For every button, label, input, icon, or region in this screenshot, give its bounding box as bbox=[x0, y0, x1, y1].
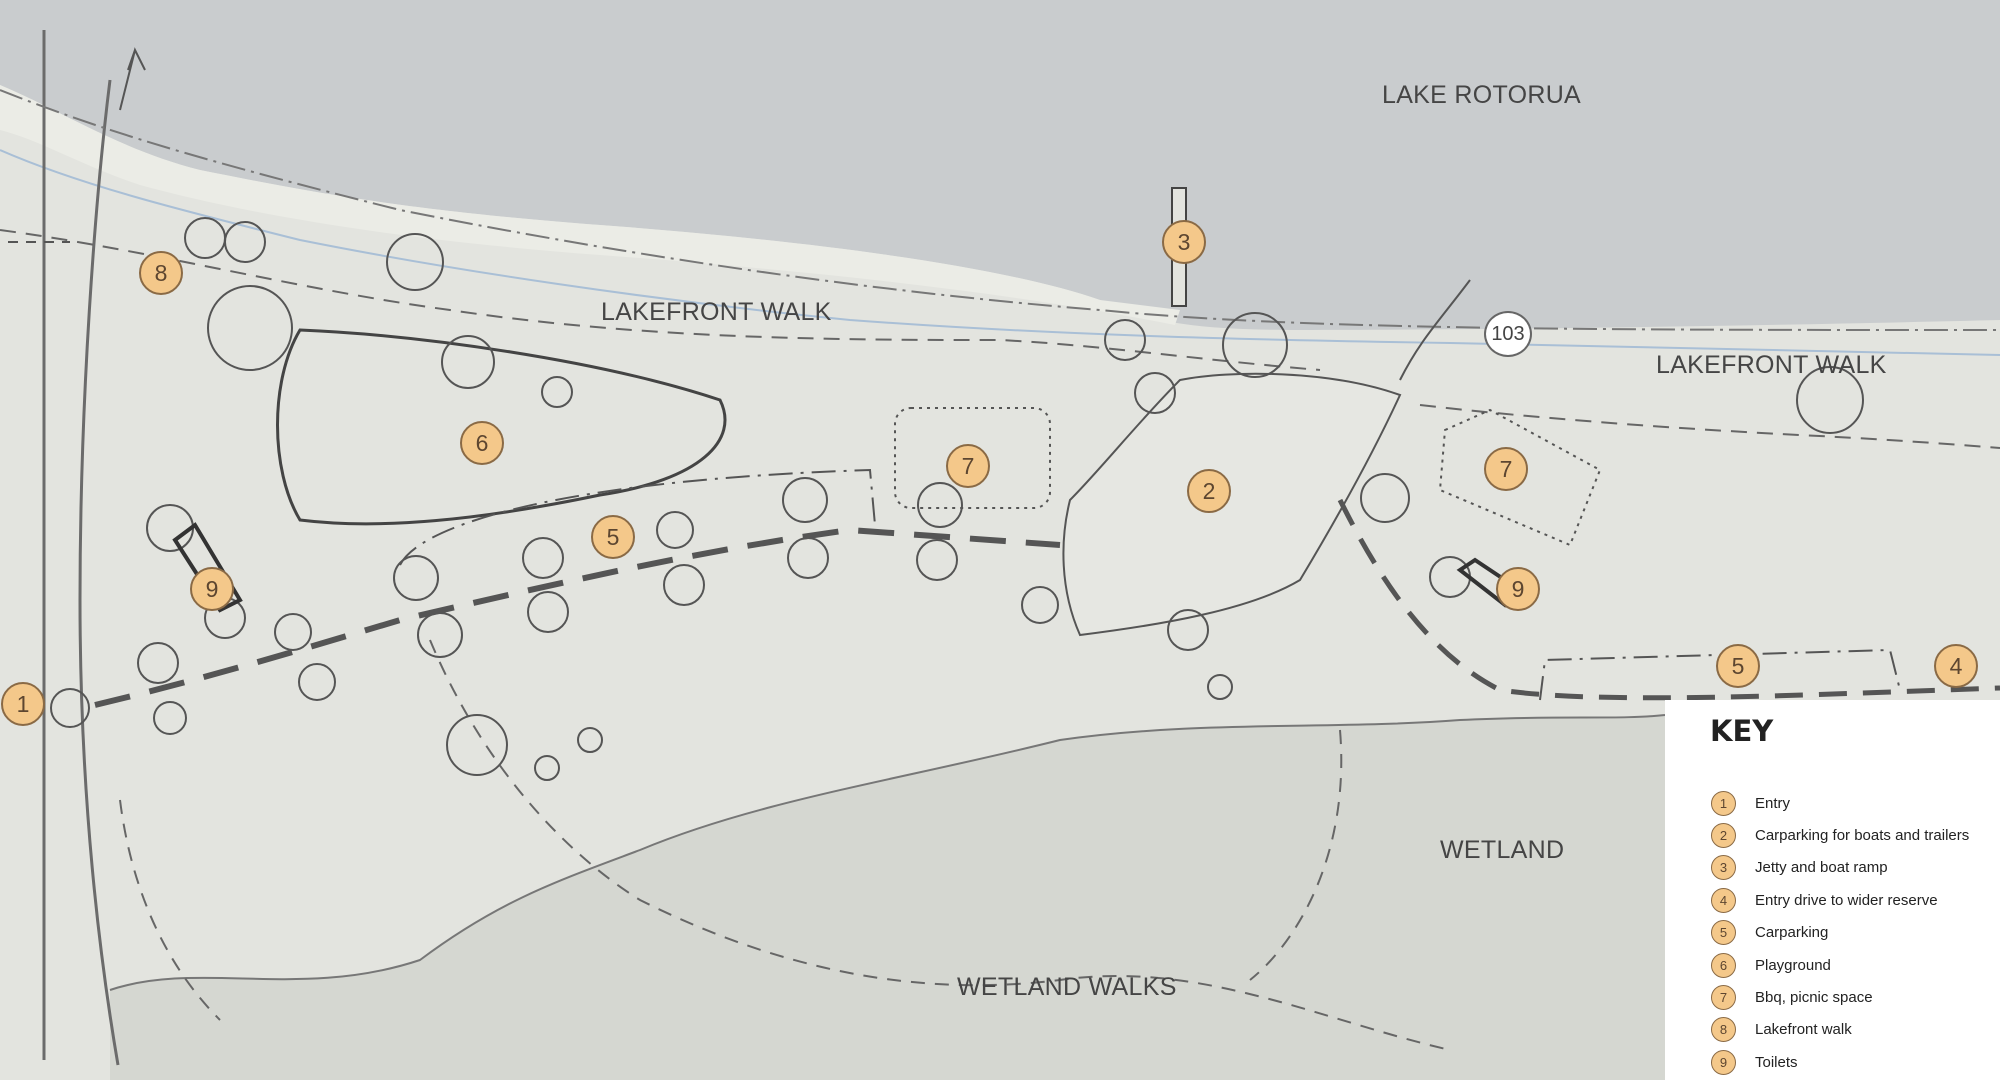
key-number-badge: 6 bbox=[1711, 952, 1736, 978]
marker-jetty[interactable]: 3 bbox=[1162, 220, 1206, 264]
key-item-label: Jetty and boat ramp bbox=[1755, 859, 1888, 877]
stream-line bbox=[0, 149, 2000, 356]
marker-boat-carpark[interactable]: 2 bbox=[1187, 469, 1231, 513]
marker-toilets-right[interactable]: 9 bbox=[1496, 567, 1540, 611]
lakefront-walk-label-left: LAKEFRONT WALK bbox=[601, 298, 832, 326]
lake-edge-path bbox=[0, 89, 2000, 331]
marker-entry[interactable]: 1 bbox=[1, 682, 45, 726]
entry-road bbox=[94, 526, 1061, 708]
key-number-badge: 3 bbox=[1711, 855, 1736, 881]
key-item-label: Entry bbox=[1755, 794, 1791, 812]
key-number-badge: 4 bbox=[1711, 887, 1736, 913]
key-item-label: Bbq, picnic space bbox=[1755, 989, 1873, 1007]
key-number-badge: 5 bbox=[1711, 920, 1736, 946]
key-item: 1 Entry bbox=[1711, 787, 1969, 819]
carpark-edge bbox=[399, 468, 876, 566]
key-item: 8 Lakefront walk bbox=[1711, 1014, 1969, 1046]
lakefront-walk-label-right: LAKEFRONT WALK bbox=[1656, 351, 1887, 379]
marker-bbq-right[interactable]: 7 bbox=[1484, 447, 1528, 491]
playground-boundary bbox=[276, 328, 727, 526]
key-number-badge: 8 bbox=[1711, 1017, 1736, 1043]
wetland-area bbox=[110, 715, 1665, 1080]
key-item-label: Lakefront walk bbox=[1755, 1021, 1852, 1039]
key-item: 3 Jetty and boat ramp bbox=[1711, 852, 1969, 884]
map-key-panel: KEY 1 Entry 2 Carparking for boats and tra… bbox=[1665, 700, 2000, 1080]
key-item: 6 Playground bbox=[1711, 949, 1969, 981]
key-item-label: Entry drive to wider reserve bbox=[1755, 891, 1938, 909]
key-list: 1 Entry 2 Carparking for boats and trailer… bbox=[1711, 787, 1969, 1079]
lake-water bbox=[0, 0, 2000, 330]
marker-playground[interactable]: 6 bbox=[460, 421, 504, 465]
key-item: 7 Bbq, picnic space bbox=[1711, 981, 1969, 1013]
wetland-label: WETLAND bbox=[1440, 836, 1565, 864]
marker-bbq-left[interactable]: 7 bbox=[946, 444, 990, 488]
key-item: 9 Toilets bbox=[1711, 1046, 1969, 1078]
wetland-walk-path-2 bbox=[1249, 729, 1343, 981]
marker-lakefront-walk[interactable]: 8 bbox=[139, 251, 183, 295]
marker-toilets-left[interactable]: 9 bbox=[190, 567, 234, 611]
key-item: 2 Carparking for boats and trailers bbox=[1711, 819, 1969, 851]
trees bbox=[50, 217, 1864, 781]
key-item-label: Carparking for boats and trailers bbox=[1755, 827, 1970, 845]
key-item-label: Carparking bbox=[1755, 924, 1829, 942]
key-number-badge: 7 bbox=[1711, 985, 1736, 1011]
key-item: 5 Carparking bbox=[1711, 917, 1969, 949]
road-edge bbox=[78, 79, 120, 1066]
key-item: 4 Entry drive to wider reserve bbox=[1711, 884, 1969, 916]
right-drive bbox=[1337, 498, 2000, 701]
lake-access-path bbox=[1399, 279, 1471, 381]
key-item-label: Toilets bbox=[1755, 1053, 1798, 1071]
beach-strip bbox=[0, 85, 1180, 325]
marker-carparking-right[interactable]: 5 bbox=[1716, 644, 1760, 688]
wetland-walk-path bbox=[429, 639, 1451, 1051]
right-carpark-edge bbox=[1539, 648, 1901, 701]
lake-label: LAKE ROTORUA bbox=[1382, 81, 1582, 109]
key-number-badge: 9 bbox=[1711, 1049, 1736, 1075]
key-item-label: Playground bbox=[1755, 956, 1831, 974]
key-number-badge: 2 bbox=[1711, 823, 1736, 849]
carpark-boundary bbox=[1062, 372, 1402, 637]
picnic-area-right bbox=[1438, 408, 1602, 547]
road-arrow-top bbox=[119, 47, 146, 111]
key-number-badge: 1 bbox=[1711, 790, 1736, 816]
wetland-edge bbox=[109, 714, 1666, 991]
marker-entry-drive[interactable]: 4 bbox=[1934, 644, 1978, 688]
lakefront-walk-path bbox=[0, 229, 1321, 371]
wetland-walks-label: WETLAND WALKS bbox=[957, 973, 1177, 1001]
road-number-badge: 103 bbox=[1484, 311, 1532, 357]
wetland-walk-path-3 bbox=[119, 799, 221, 1021]
marker-carparking-left[interactable]: 5 bbox=[591, 515, 635, 559]
lakefront-walk-path-right bbox=[1419, 404, 2000, 449]
key-title: KEY bbox=[1710, 714, 1774, 748]
